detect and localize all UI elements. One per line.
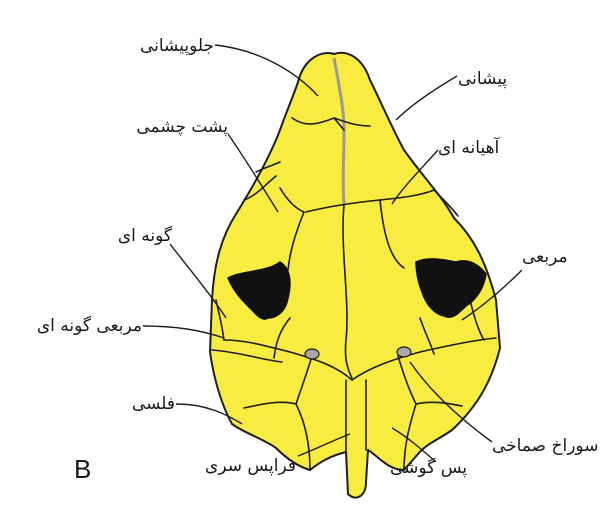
leader-frontal xyxy=(396,76,457,120)
label-frontal: پیشانی xyxy=(458,69,507,89)
label-postorbital: پشت چشمی xyxy=(136,117,228,137)
right-foramen xyxy=(397,347,411,357)
label-opisthotic: پس گوشی xyxy=(390,457,467,478)
label-quadrate: مربعی xyxy=(522,247,568,267)
label-squamosal: فلسی xyxy=(132,394,175,414)
label-quadratojugal: مربعی گونه ای xyxy=(37,315,142,336)
label-premaxilla: جلوپیشانی xyxy=(140,36,214,56)
panel-letter: B xyxy=(74,454,91,484)
label-supraoccipital: فراپس سری xyxy=(205,456,296,476)
label-parietal: آهیانه ای xyxy=(438,136,501,158)
label-jugal: گونه ای xyxy=(118,225,173,246)
left-foramen xyxy=(305,349,319,359)
label-stapedial-foramen: سوراخ صماخی xyxy=(492,436,598,456)
